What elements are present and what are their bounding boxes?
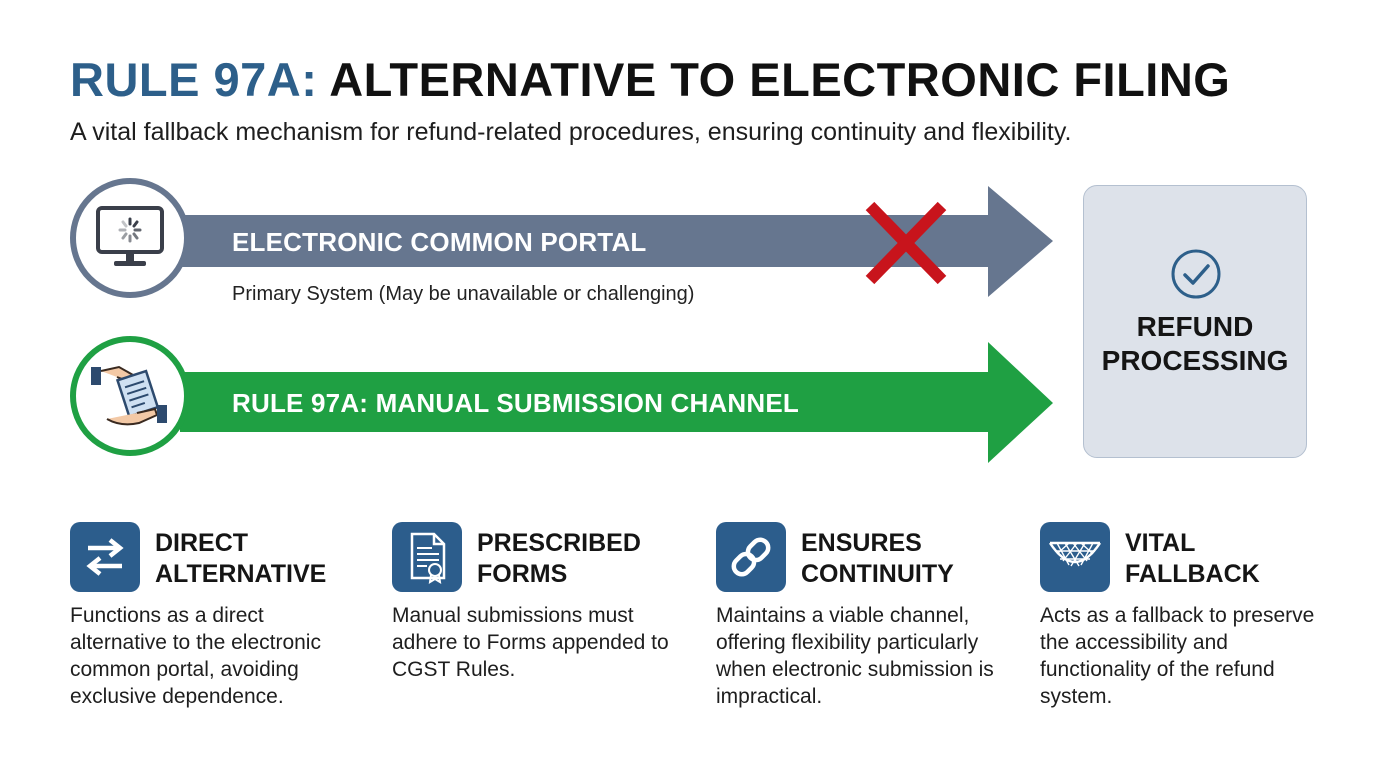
- swap-arrows-icon: [86, 538, 124, 576]
- page-title: RULE 97A: ALTERNATIVE TO ELECTRONIC FILI…: [70, 52, 1230, 107]
- feature-icon-tile: [716, 522, 786, 592]
- electronic-portal-label: ELECTRONIC COMMON PORTAL: [232, 227, 647, 257]
- manual-channel-arrow: [180, 342, 1053, 463]
- refund-processing-box: REFUND PROCESSING: [1083, 185, 1307, 458]
- certificate-document-icon: [410, 532, 446, 584]
- feature-title: PRESCRIBED FORMS: [477, 529, 641, 588]
- refund-processing-title: REFUND PROCESSING: [1101, 311, 1289, 376]
- portal-icon-circle: [70, 178, 190, 298]
- electronic-portal-sublabel: Primary System (May be unavailable or ch…: [232, 283, 695, 305]
- feature-icon-tile: [392, 522, 462, 592]
- feature-title: DIRECT ALTERNATIVE: [155, 529, 327, 588]
- feature-description: Maintains a viable channel, offering fle…: [716, 604, 994, 708]
- chain-link-icon: [731, 537, 771, 577]
- title-rule-prefix: RULE 97A:: [70, 53, 318, 106]
- red-x-icon: [865, 201, 947, 285]
- manual-icon-circle: [70, 336, 190, 456]
- feature-title: VITAL FALLBACK: [1125, 529, 1260, 588]
- feature-description: Manual submissions must adhere to Forms …: [392, 604, 669, 681]
- loading-computer-icon: [96, 206, 164, 266]
- check-circle-icon: [1171, 249, 1221, 299]
- feature-icon-tile: [70, 522, 140, 592]
- title-main: ALTERNATIVE TO ELECTRONIC FILING: [329, 53, 1231, 106]
- electronic-portal-arrow: [180, 186, 1053, 297]
- feature-description: Functions as a direct alternative to the…: [70, 604, 321, 708]
- feature-title: ENSURES CONTINUITY: [801, 529, 954, 588]
- feature-description: Acts as a fallback to preserve the acces…: [1040, 604, 1315, 708]
- hand-over-document-icon: [91, 365, 167, 426]
- safety-net-icon: [1048, 541, 1102, 567]
- page-subtitle: A vital fallback mechanism for refund-re…: [70, 118, 1072, 146]
- feature-icon-tile: [1040, 522, 1110, 592]
- manual-channel-label: RULE 97A: MANUAL SUBMISSION CHANNEL: [232, 388, 799, 418]
